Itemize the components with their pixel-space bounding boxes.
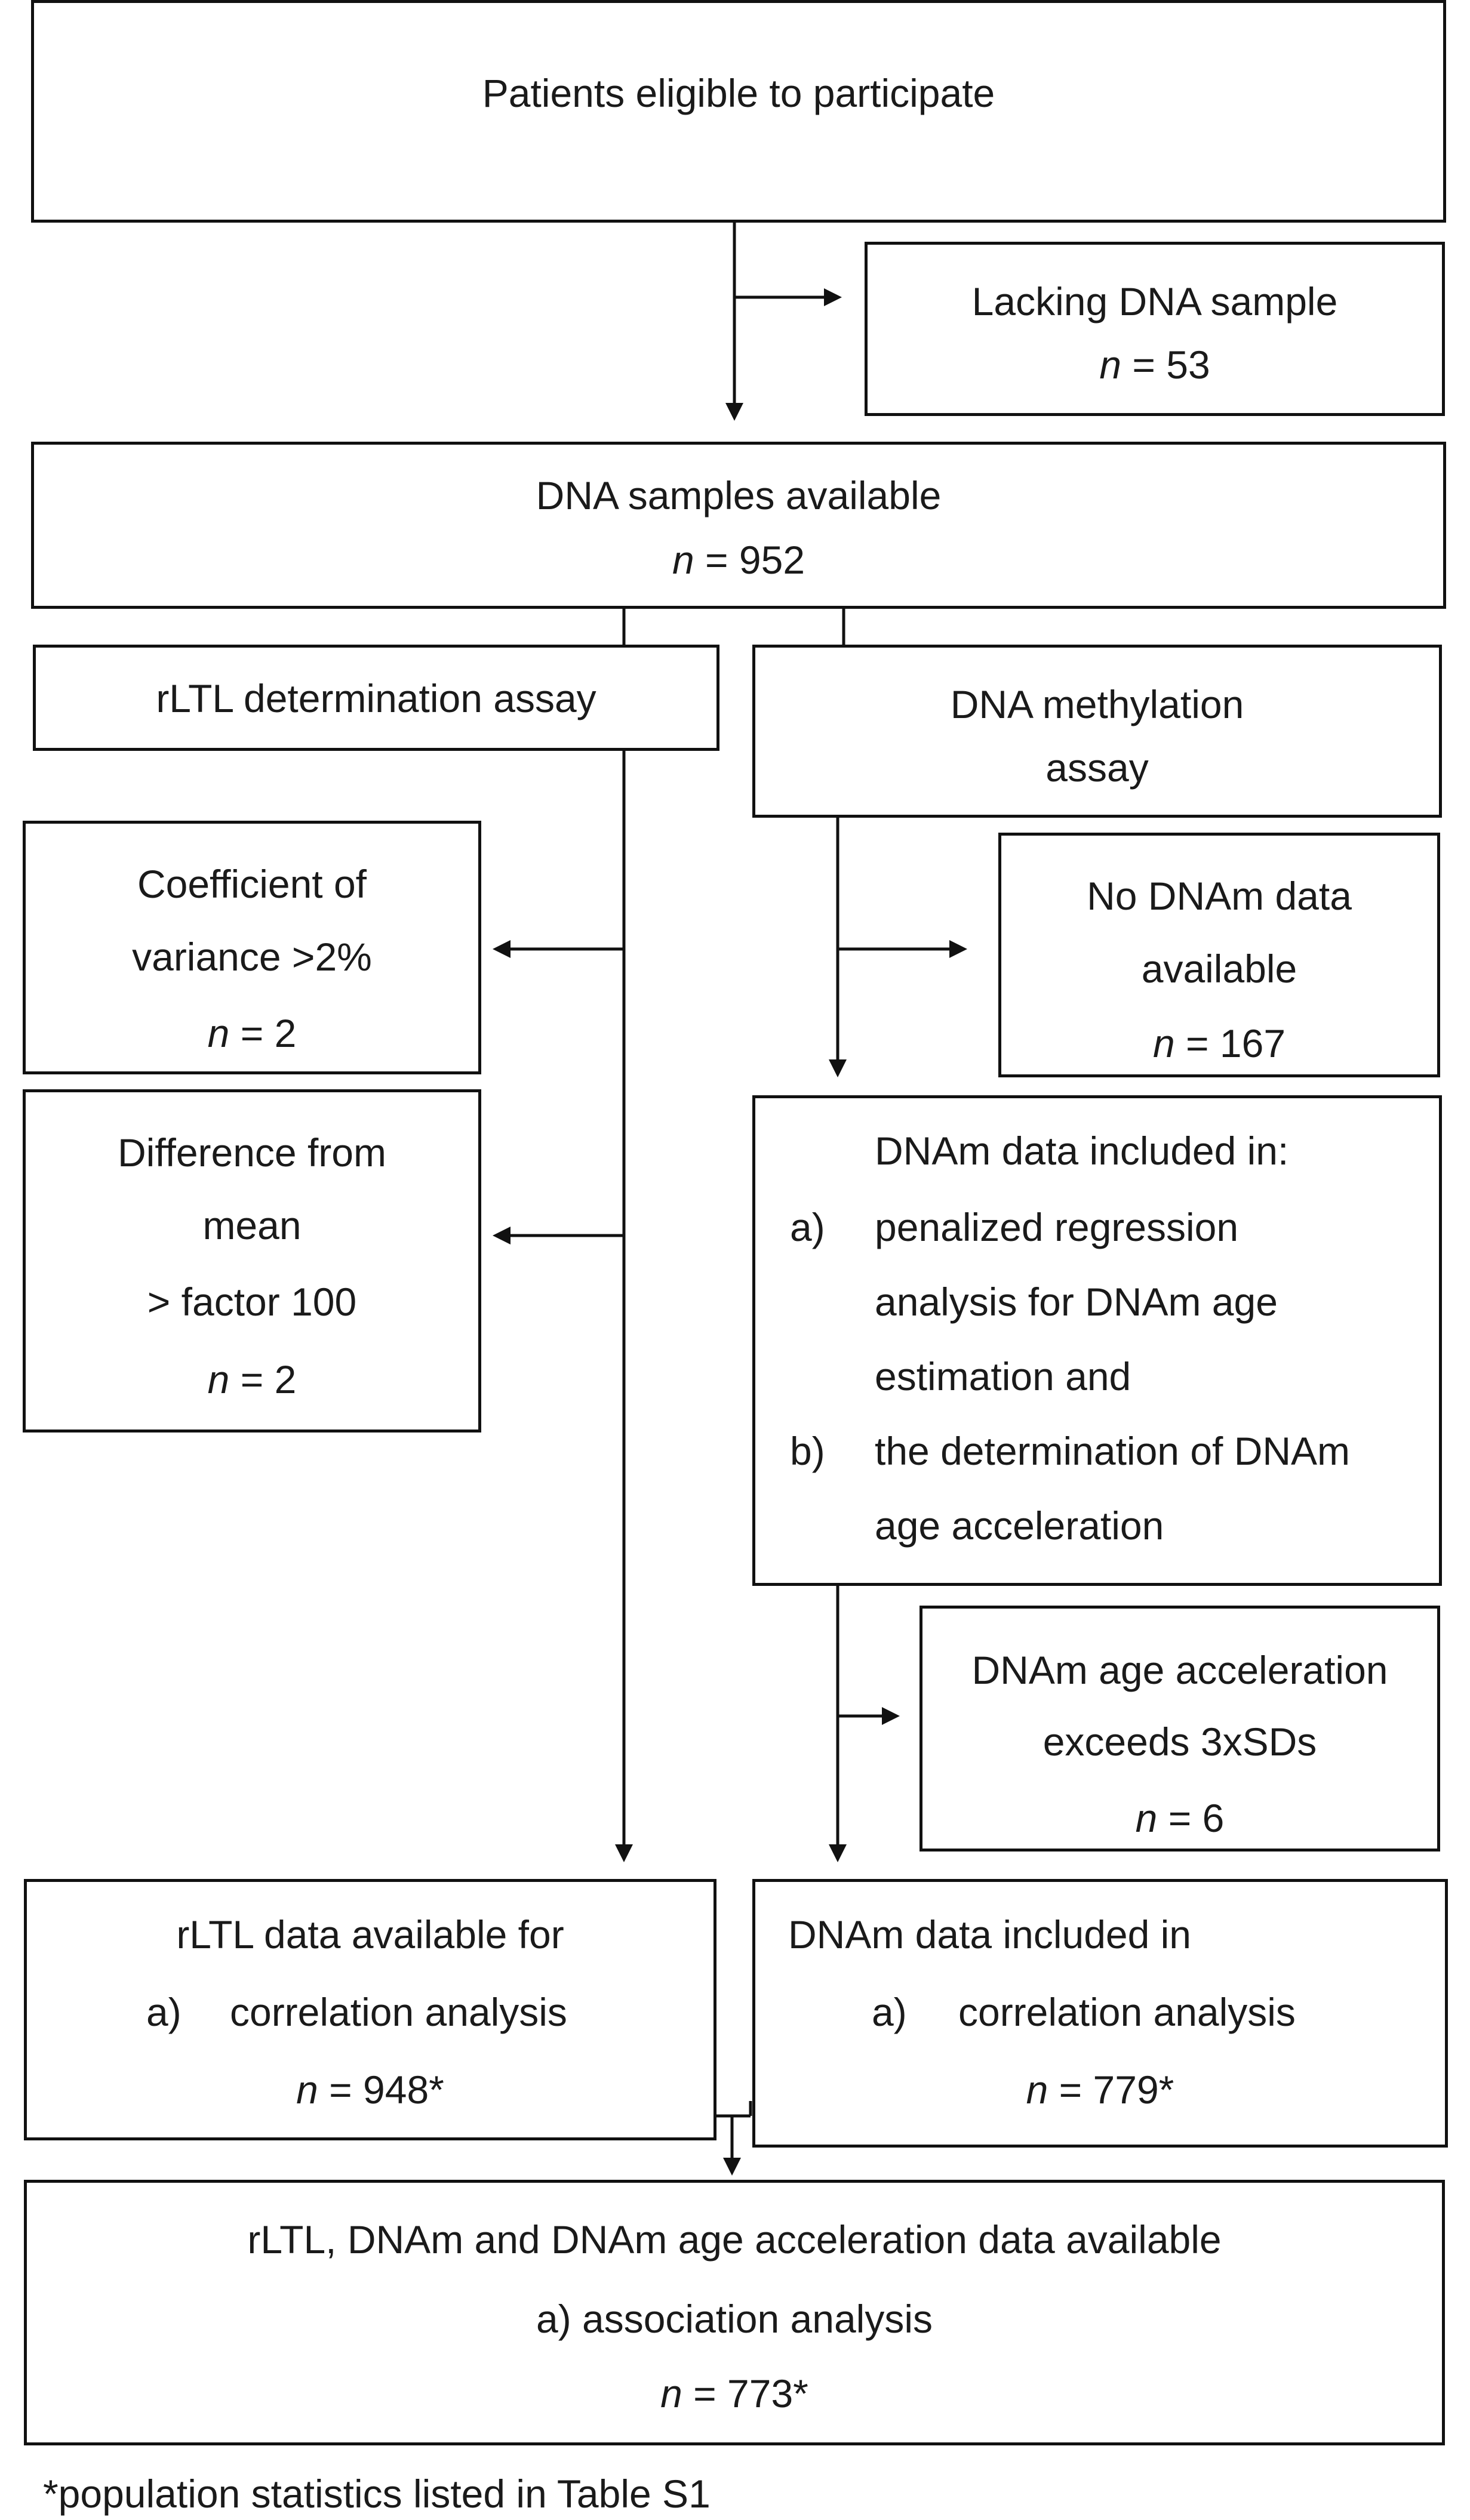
age-accel-line1: DNAm age acceleration (971, 1648, 1388, 1692)
coef-variance-count: n = 2 (207, 1011, 297, 1055)
dnam-included-box: DNAm data included in: a) penalized regr… (752, 1095, 1442, 1586)
dnam-included-marker-b: b) (790, 1429, 825, 1473)
final-line2: a) association analysis (536, 2297, 933, 2341)
dnam-correlation-item: correlation analysis (958, 1990, 1296, 2034)
no-dnam-line1: No DNAm data (1087, 874, 1352, 918)
footnote: *population statistics listed in Table S… (43, 2472, 711, 2516)
final-count: n = 773* (660, 2371, 808, 2416)
dnam-included-title: DNAm data included in: (875, 1129, 1289, 1173)
lacking-dna-title: Lacking DNA sample (971, 279, 1338, 324)
lacking-dna-box: Lacking DNA sample n = 53 (865, 242, 1445, 416)
no-dnam-count: n = 167 (1152, 1021, 1286, 1065)
dnam-assay-line1: DNA methylation (950, 682, 1244, 726)
dna-available-title: DNA samples available (536, 473, 942, 517)
dnam-included-marker-a: a) (790, 1205, 825, 1249)
rltl-available-marker: a) (146, 1990, 182, 2034)
age-accel-line2: exceeds 3xSDs (1042, 1720, 1317, 1764)
dnam-correlation-marker: a) (872, 1990, 907, 2034)
dnam-included-b-line2: age acceleration (875, 1504, 1164, 1548)
diff-mean-box: Difference from mean > factor 100 n = 2 (23, 1089, 481, 1432)
lacking-dna-count: n = 53 (1099, 343, 1210, 387)
rltl-available-title: rLTL data available for (176, 1912, 564, 1957)
coef-variance-line1: Coefficient of (137, 862, 367, 906)
eligible-box: Patients eligible to participate (31, 0, 1446, 223)
dna-available-box: DNA samples available n = 952 (31, 442, 1446, 609)
dnam-correlation-title: DNAm data included in (788, 1912, 1192, 1957)
no-dnam-box: No DNAm data available n = 167 (998, 833, 1440, 1077)
eligible-title: Patients eligible to participate (482, 71, 995, 115)
dnam-included-a-line1: penalized regression (875, 1205, 1239, 1249)
age-accel-count: n = 6 (1135, 1796, 1225, 1840)
diff-mean-count: n = 2 (207, 1357, 297, 1401)
rltl-assay-title: rLTL determination assay (156, 676, 596, 720)
age-accel-exceeds-box: DNAm age acceleration exceeds 3xSDs n = … (919, 1606, 1440, 1852)
dnam-correlation-box: DNAm data included in a) correlation ana… (752, 1879, 1448, 2148)
final-box: rLTL, DNAm and DNAm age acceleration dat… (24, 2180, 1445, 2445)
rltl-available-count: n = 948* (296, 2068, 444, 2112)
dna-available-count: n = 952 (672, 538, 805, 582)
rltl-available-box: rLTL data available for a) correlation a… (24, 1879, 716, 2140)
dnam-assay-box: DNA methylation assay (752, 645, 1442, 818)
diff-mean-line1: Difference from (118, 1130, 386, 1175)
dnam-correlation-count: n = 779* (1026, 2068, 1174, 2112)
final-line1: rLTL, DNAm and DNAm age acceleration dat… (247, 2217, 1222, 2262)
dnam-included-b-line1: the determination of DNAm (875, 1429, 1351, 1473)
rltl-assay-box: rLTL determination assay (33, 645, 719, 751)
rltl-available-item: correlation analysis (230, 1990, 567, 2034)
dnam-assay-line2: assay (1045, 745, 1149, 790)
no-dnam-line2: available (1141, 947, 1297, 991)
dnam-included-a-line3: estimation and (875, 1354, 1131, 1398)
coef-variance-line2: variance >2% (132, 935, 372, 979)
diff-mean-line2: mean (202, 1203, 302, 1247)
coef-variance-box: Coefficient of variance >2% n = 2 (23, 821, 481, 1074)
diff-mean-line3: > factor 100 (147, 1280, 357, 1324)
dnam-included-a-line2: analysis for DNAm age (875, 1280, 1278, 1324)
